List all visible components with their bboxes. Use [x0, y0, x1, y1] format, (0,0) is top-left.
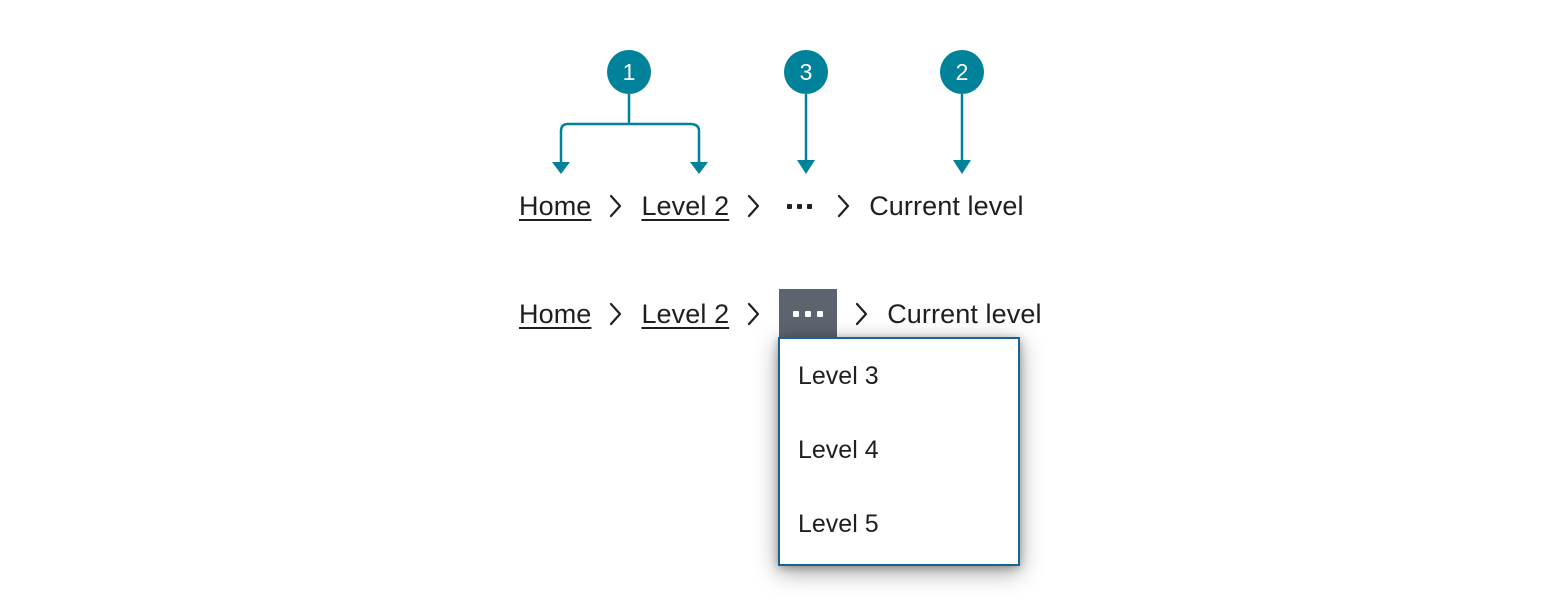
chevron-right-icon [745, 193, 763, 219]
breadcrumb-item-level-2[interactable]: Level 2 [641, 190, 730, 221]
ellipsis-dot [786, 203, 792, 209]
callout-3-arrowhead [797, 160, 815, 174]
ellipsis-dot [806, 203, 812, 209]
menu-item-level-4[interactable]: Level 4 [798, 435, 879, 464]
ellipsis-dot [817, 311, 824, 317]
callout-1-arrowhead-left [552, 162, 570, 174]
chevron-right-icon [607, 301, 625, 327]
chevron-right-icon [835, 193, 853, 219]
breadcrumb-collapsed: Home Level 2 Current level [519, 180, 1024, 232]
callout-badge-3: 3 [784, 50, 828, 94]
ellipsis-dot [796, 203, 802, 209]
callout-badge-1: 1 [607, 50, 651, 94]
callout-1-arrowhead-right [690, 162, 708, 174]
callout-2-arrowhead [953, 160, 971, 174]
callout-1-fork [559, 122, 701, 164]
chevron-right-icon [853, 301, 871, 327]
chevron-right-icon [745, 301, 763, 327]
breadcrumb-item-current-level: Current level [887, 298, 1042, 329]
menu-item-level-5[interactable]: Level 5 [798, 509, 879, 538]
breadcrumb-item-home[interactable]: Home [519, 298, 592, 329]
callout-badge-2: 2 [940, 50, 984, 94]
ellipsis-dot [793, 311, 800, 317]
breadcrumb-overflow-ellipsis-icon[interactable] [779, 186, 819, 226]
breadcrumb-item-home[interactable]: Home [519, 190, 592, 221]
breadcrumb-item-level-2[interactable]: Level 2 [641, 298, 730, 329]
overflow-dropdown-menu: Level 3 Level 4 Level 5 [778, 337, 1020, 566]
menu-item-level-3[interactable]: Level 3 [798, 361, 879, 390]
breadcrumb-item-current-level: Current level [869, 190, 1024, 221]
breadcrumb-overflow-button[interactable] [779, 288, 838, 340]
chevron-right-icon [607, 193, 625, 219]
breadcrumb-with-open-overflow: Home Level 2 Current level [519, 288, 1042, 340]
ellipsis-dot [805, 311, 812, 317]
